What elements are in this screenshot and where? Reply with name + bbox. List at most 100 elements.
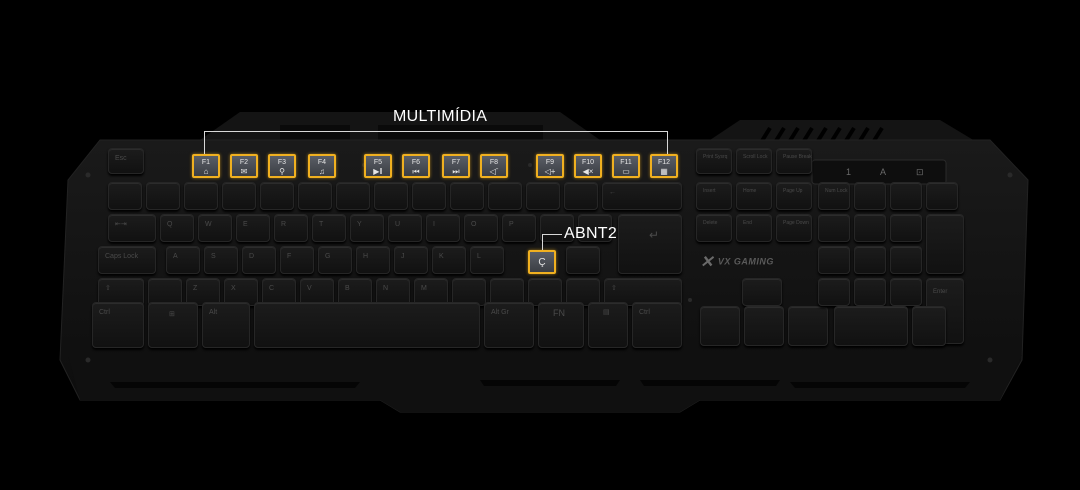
music-icon: ♫ [319, 167, 325, 176]
brand-logo: ✕VX GAMING [700, 252, 810, 272]
key-label: Caps Lock [105, 253, 139, 260]
volume-up-icon: ◁+ [544, 167, 556, 176]
key-esc: Esc [108, 148, 144, 174]
calculator-icon: ▦ [660, 167, 668, 176]
key [184, 182, 218, 210]
abnt2-label: ABNT2 [564, 225, 618, 242]
key-label: ← [609, 189, 616, 196]
key [374, 182, 408, 210]
key [146, 182, 180, 210]
key-label: FN [553, 308, 565, 318]
key [222, 182, 256, 210]
key-altgr: Alt Gr [484, 302, 534, 348]
key-label: Print Sysrq [703, 154, 728, 160]
key-label: Ctrl [99, 309, 110, 316]
key-arrow-up [742, 278, 782, 306]
key-label: N [383, 285, 389, 292]
key [566, 246, 600, 274]
key [564, 182, 598, 210]
key [890, 278, 922, 306]
key-label: B [345, 285, 350, 292]
key [298, 182, 332, 210]
key-shift-right: ⇧ [604, 278, 682, 306]
key-label: K [439, 253, 444, 260]
key [540, 214, 574, 242]
key [526, 182, 560, 210]
brand-x-mark: ✕ [700, 254, 714, 271]
key-label: F3 [277, 159, 287, 166]
numlock-indicator: 1 [846, 167, 852, 177]
key-f3-search: F3⚲ [268, 154, 296, 178]
key-label: D [249, 253, 255, 260]
key-label: ▤ [603, 309, 610, 316]
next-track-icon: ⏭ [452, 167, 460, 176]
key-f1-home: F1⌂ [192, 154, 220, 178]
key-enter: ↵ [618, 214, 682, 274]
key [854, 278, 886, 306]
key [818, 214, 850, 242]
key-alt: Alt [202, 302, 250, 348]
key-label: F10 [581, 159, 595, 166]
key-label: Ç [538, 257, 546, 268]
key-f7-next: F7⏭ [442, 154, 470, 178]
key-label: Page Up [783, 188, 803, 194]
key-num-plus [926, 214, 964, 274]
key-o: O [464, 214, 498, 242]
key-caps-lock: Caps Lock [98, 246, 156, 274]
key-label: V [307, 285, 312, 292]
multimidia-bracket-top [204, 131, 668, 132]
abnt2-leader-horizontal [542, 234, 562, 235]
key-label: Pause Break [783, 154, 812, 160]
key-label: T [319, 221, 324, 228]
key-label: G [325, 253, 331, 260]
key-label: Num Lock [825, 188, 848, 194]
key-l: L [470, 246, 504, 274]
key [412, 182, 446, 210]
key-label: Esc [115, 155, 127, 162]
key-label: Alt Gr [491, 309, 509, 316]
key-label: Ctrl [639, 309, 650, 316]
key-home: Home [736, 182, 772, 210]
key-m: M [414, 278, 448, 306]
key-label: H [363, 253, 369, 260]
key-end: End [736, 214, 772, 242]
key-label: C [269, 285, 275, 292]
key-fn: FN [538, 302, 584, 348]
multimidia-label: MULTIMÍDIA [393, 108, 488, 125]
key-label: Home [743, 188, 757, 194]
key-backspace: ← [602, 182, 682, 210]
key-c: C [262, 278, 296, 306]
key-t: T [312, 214, 346, 242]
key [488, 182, 522, 210]
key-i: I [426, 214, 460, 242]
key-p: P [502, 214, 536, 242]
key-label: Insert [703, 188, 716, 194]
abnt2-leader-vertical [542, 234, 543, 250]
volume-down-icon: ◁ˉ [489, 167, 499, 176]
key-label: U [395, 221, 401, 228]
key-pause: Pause Break [776, 148, 812, 174]
key-label: Scroll Lock [743, 154, 768, 160]
key-f5-play-pause: F5▶ǁ [364, 154, 392, 178]
key [890, 182, 922, 210]
key [818, 246, 850, 274]
key-label: ⇧ [105, 285, 111, 292]
key-shift-left: ⇧ [98, 278, 144, 306]
key [336, 182, 370, 210]
key-num-0 [834, 306, 908, 346]
key-label: P [509, 221, 514, 228]
key-f12-calculator: F12▦ [650, 154, 678, 178]
key-f11-computer: F11▭ [612, 154, 640, 178]
key-w: W [198, 214, 232, 242]
key-d: D [242, 246, 276, 274]
key-e: E [236, 214, 270, 242]
key-u: U [388, 214, 422, 242]
key-scroll: Scroll Lock [736, 148, 772, 174]
key-label: E [243, 221, 248, 228]
key-label: I [433, 221, 435, 228]
key-label: F11 [620, 159, 632, 166]
key [490, 278, 524, 306]
key-label: F [287, 253, 292, 260]
key-label: F6 [411, 159, 421, 166]
